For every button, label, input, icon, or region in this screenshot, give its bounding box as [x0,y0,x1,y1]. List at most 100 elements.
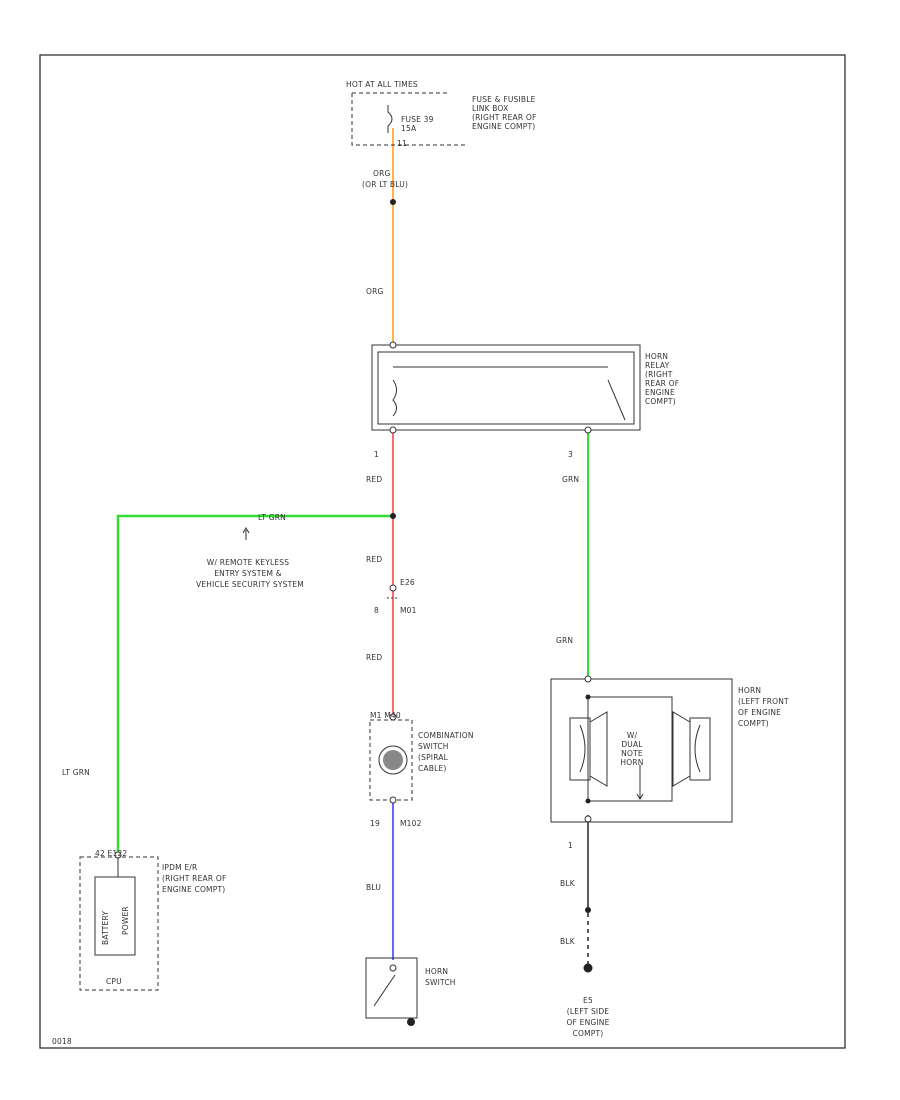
horn-pin-1-label: 1 [568,841,573,850]
ground-e5-line-3: OF ENGINE [566,1018,609,1027]
wire-blk-2-label: BLK [560,937,576,946]
horn-speaker-right [689,717,711,781]
comb-switch-terminal-bottom [389,796,397,804]
horn-line-4: COMPT) [738,719,769,728]
wire-lt-grn-top-label: LT GRN [258,513,286,522]
horn-speaker-left [569,717,591,781]
horn-relay-inner [377,351,635,425]
horn-relay-line-2: RELAY [645,361,670,370]
fuse-box-line-1: FUSE & FUSIBLE [472,95,536,104]
horn-line-1: HORN [738,686,761,695]
wire-red-1-label: RED [366,475,382,484]
wire-red-2-label: RED [366,555,382,564]
dual-note-line-4: HORN [620,758,643,767]
horn-relay-line-4: REAR OF [645,379,679,388]
ground-e5-symbol [583,963,593,973]
remote-keyless-line-3: VEHICLE SECURITY SYSTEM [196,580,304,589]
connector-e26 [389,584,397,592]
ipdm-pins-label: 42 E122 [95,849,127,858]
connector-m102-label: M102 [400,819,422,828]
comb-switch-pins-label: M1 M40 [370,711,401,720]
relay-pin-1-label: 1 [374,450,379,459]
comb-switch-line-2: SWITCH [418,742,449,751]
figure-id: 0018 [52,1037,72,1046]
horn-switch-box [365,957,418,1019]
horn-relay-line-3: (RIGHT [645,370,673,379]
horn-relay-line-6: COMPT) [645,397,676,406]
dual-note-line-1: W/ [627,731,638,740]
fuse-symbol [387,105,393,133]
horn-box [550,678,733,823]
comb-switch-line-4: CABLE) [418,764,447,773]
connector-e26-label: E26 [400,578,415,587]
ground-e5-line-4: COMPT) [573,1029,604,1038]
horn-terminal-top [584,675,592,683]
wire-grn-2-label: GRN [556,636,573,645]
wire-grn-1-label: GRN [562,475,579,484]
horn-switch-arm [373,974,396,1007]
option-arrow [242,527,250,540]
wire-blk-1-label: BLK [560,879,576,888]
fuse-box-line-3: (RIGHT REAR OF [472,113,536,122]
horn-line-3: OF ENGINE [738,708,781,717]
horn-splice-bottom [585,798,591,804]
fuse-box-line-4: ENGINE COMPT) [472,122,535,131]
connector-m01-label: M01 [400,606,417,615]
horn-speaker-right-cone [672,711,691,787]
cpu-label: CPU [106,977,122,986]
wire-org-top-line-2: (OR LT BLU) [362,180,408,189]
fuse-box-outline [351,92,465,146]
wire-org-top-line-1: ORG [373,169,391,178]
wire-lt-grn [116,514,393,852]
wire-lt-grn-left-label: LT GRN [62,768,90,777]
ipdm-inner-box [94,876,136,956]
horn-switch-line-2: SWITCH [425,978,456,987]
hot-at-all-times-label: HOT AT ALL TIMES [346,80,418,89]
horn-terminal-bottom [584,815,592,823]
horn-splice-top [585,694,591,700]
remote-keyless-line-2: ENTRY SYSTEM & [214,569,282,578]
horn-speaker-left-cone [589,711,608,787]
ipdm-line-1: IPDM E/R [162,863,197,872]
fuse-name: FUSE 39 [401,115,434,124]
remote-keyless-line-1: W/ REMOTE KEYLESS [207,558,289,567]
horn-switch-ground [407,1018,415,1026]
fuse-box-line-2: LINK BOX [472,104,508,113]
dual-note-line-2: DUAL [621,740,643,749]
horn-switch-line-1: HORN [425,967,448,976]
ipdm-line-2: (RIGHT REAR OF [162,874,226,883]
ipdm-inner-battery: BATTERY [101,911,110,945]
horn-switch-terminal [389,964,397,972]
dual-note-arrow [636,765,644,800]
splice-dot-org [390,199,396,205]
ipdm-inner-power: POWER [121,906,130,935]
relay-terminal-top [389,341,397,349]
relay-terminal-3 [584,426,592,434]
spiral-cable-inner [383,750,403,770]
comb-switch-line-1: COMBINATION [418,731,474,740]
splice-dot-red [390,513,396,519]
horn-inner-box [587,696,673,802]
fuse-pin: 11 [397,139,407,148]
horn-speaker-left-membrane [579,724,586,773]
horn-relay-box [371,344,641,431]
diagram-border [39,54,846,1049]
wire-org-mid-label: ORG [366,287,384,296]
relay-coil [392,379,397,417]
horn-line-2: (LEFT FRONT [738,697,789,706]
relay-terminal-1 [389,426,397,434]
svg-text:ORG(OR LT BLU): ORG (OR LT BLU) [362,169,408,189]
comb-switch-line-3: (SPIRAL [418,753,449,762]
horn-speaker-right-membrane [694,724,701,773]
wire-red-3-label: RED [366,653,382,662]
horn-relay-line-5: ENGINE [645,388,675,397]
spiral-cable-outer [378,745,408,775]
wire-blu-label: BLU [366,883,381,892]
